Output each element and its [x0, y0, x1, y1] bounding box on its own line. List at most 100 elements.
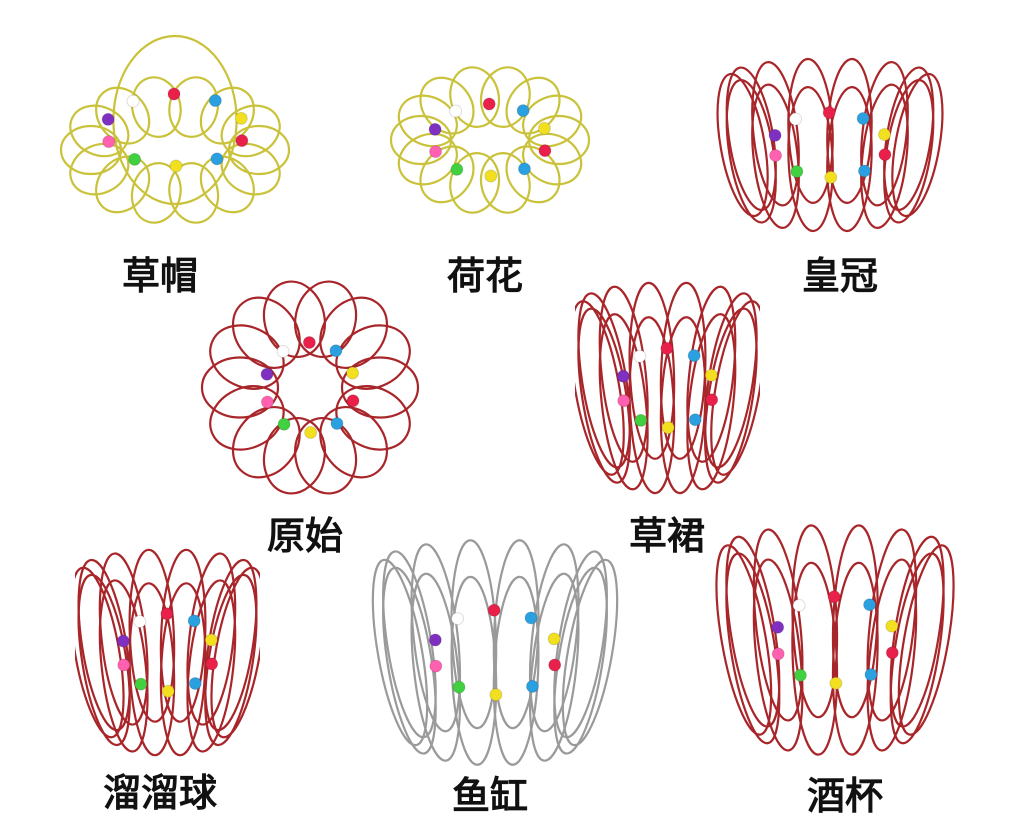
wire-loop — [577, 307, 631, 484]
wire-toy-image — [75, 548, 260, 757]
bead — [428, 633, 442, 647]
wire-loop — [866, 528, 918, 722]
bead — [235, 134, 249, 148]
bead — [538, 144, 552, 158]
bead — [857, 164, 871, 178]
wire-loop — [227, 124, 291, 176]
wire-loop — [69, 142, 130, 196]
bead — [856, 112, 870, 126]
wire-loop — [95, 155, 151, 214]
bead — [277, 417, 291, 431]
bead — [878, 148, 892, 162]
wire-loop — [479, 152, 531, 214]
bead — [516, 104, 530, 118]
wire-loop — [130, 162, 182, 224]
bead — [537, 121, 551, 135]
wire-loop — [479, 66, 531, 128]
wire-loop — [704, 307, 758, 484]
wire-toy-image — [575, 281, 760, 495]
bead — [771, 647, 785, 661]
wire-loop — [209, 324, 285, 390]
wire-loop — [449, 66, 501, 128]
wire-loop — [98, 579, 149, 753]
wire-loop — [598, 285, 649, 463]
bead — [116, 634, 130, 648]
wire-loop — [319, 296, 389, 369]
wire-loop — [294, 280, 358, 358]
shape-yoyo — [75, 545, 260, 760]
wire-loop — [628, 281, 676, 460]
bead — [487, 603, 501, 617]
bead — [660, 341, 674, 355]
bead — [482, 97, 496, 111]
shape-original — [200, 280, 420, 495]
bead — [793, 668, 807, 682]
bead — [885, 646, 899, 660]
wire-loop — [505, 76, 561, 135]
wire-loop — [335, 385, 411, 451]
bead — [768, 128, 782, 142]
bead — [790, 164, 804, 178]
wire-loop — [866, 558, 918, 752]
wire-loop — [186, 579, 237, 753]
bead — [771, 620, 785, 634]
label-original: 原始 — [266, 514, 344, 558]
bead — [128, 152, 142, 166]
wire-loop — [95, 86, 151, 145]
bead — [705, 393, 719, 407]
bead — [616, 369, 630, 383]
wire-toy-image — [200, 280, 420, 495]
bead — [208, 94, 222, 108]
bead — [517, 162, 531, 176]
wire-loop — [340, 356, 420, 419]
bead — [188, 676, 202, 690]
bead — [661, 421, 675, 435]
wire-loop — [787, 57, 834, 205]
bead — [126, 94, 140, 108]
shape-grass-skirt — [575, 278, 760, 498]
bead — [548, 658, 562, 672]
wire-loop — [186, 552, 237, 726]
bead — [525, 679, 539, 693]
bead — [547, 632, 561, 646]
bead — [829, 676, 843, 690]
wire-loop — [199, 86, 255, 145]
bead — [346, 394, 360, 408]
wire-loop — [200, 356, 280, 419]
wire-loop — [752, 558, 804, 752]
bead — [452, 680, 466, 694]
wire-toy-image — [715, 524, 955, 756]
bead — [704, 368, 718, 382]
wire-loop — [410, 543, 462, 733]
bead — [484, 169, 498, 183]
wire-loop — [319, 406, 389, 479]
wire-toy-image — [389, 66, 591, 214]
bead — [864, 668, 878, 682]
wire-loop — [419, 145, 475, 204]
label-crown: 皇冠 — [801, 254, 879, 298]
wire-loop — [686, 285, 737, 463]
shape-fish-bowl — [370, 535, 620, 770]
bead — [449, 104, 463, 118]
shape-wine-cup — [715, 520, 955, 760]
bead — [822, 106, 836, 120]
bead — [789, 112, 803, 126]
wire-loop — [883, 78, 935, 224]
wire-loop — [492, 539, 540, 730]
bead — [102, 135, 116, 149]
wire-loop — [826, 57, 873, 205]
wire-loop — [751, 83, 800, 229]
bead — [169, 159, 183, 173]
bead — [304, 425, 318, 439]
wire-loop — [528, 543, 580, 733]
bead — [187, 614, 201, 628]
bead — [617, 394, 631, 408]
bead — [827, 590, 841, 604]
bead — [769, 148, 783, 162]
wire-loop — [204, 573, 258, 747]
wire-loop — [449, 152, 501, 214]
wire-loop — [294, 417, 358, 495]
wire-loop — [752, 528, 804, 722]
bead — [161, 684, 175, 698]
wire-loop — [262, 280, 326, 358]
